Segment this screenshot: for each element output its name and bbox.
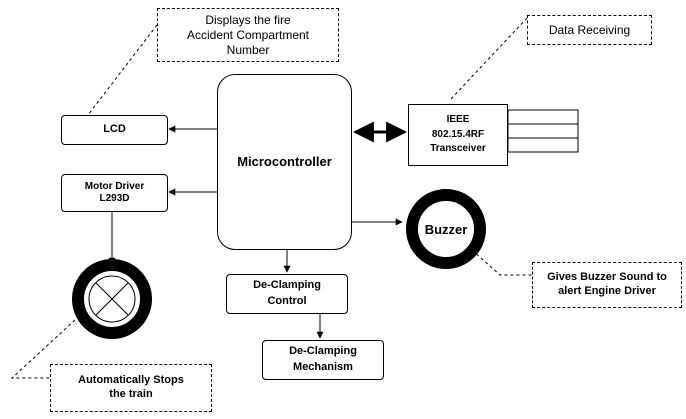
wheel-note-leader <box>10 319 76 379</box>
motor-driver-label: Motor Driver L293D <box>84 180 145 205</box>
data-receiving-text: Data Receiving <box>548 22 631 37</box>
lcd-note-leader <box>87 24 158 116</box>
lcd-note-text: Displays the fire Accident Compartment N… <box>186 12 310 57</box>
microcontroller-label: Microcontroller <box>237 153 332 169</box>
buzzer-note-leader <box>471 249 532 276</box>
data-note-leader <box>449 17 528 101</box>
wheel-icon <box>72 259 152 339</box>
declamping-control-label: De-Clamping Control <box>253 279 321 307</box>
antenna-strip <box>507 109 579 153</box>
buzzer-note: Gives Buzzer Sound to alert Engine Drive… <box>532 262 682 308</box>
buzzer-note-text: Gives Buzzer Sound to alert Engine Drive… <box>547 271 667 297</box>
microcontroller-block: Microcontroller <box>217 74 352 250</box>
lcd-note: Displays the fire Accident Compartment N… <box>157 8 339 62</box>
buzzer-ring <box>406 189 486 269</box>
wheel-note-text: Automatically Stops the train <box>78 374 184 400</box>
lcd-block: LCD <box>61 115 168 145</box>
declamping-mechanism-label: De-Clamping Mechanism <box>289 345 357 373</box>
motor-driver-block: Motor Driver L293D <box>61 174 168 212</box>
transceiver-block: IEEE 802.15.4RF Transceiver <box>408 104 508 166</box>
data-receiving-note: Data Receiving <box>527 15 652 45</box>
declamping-control-block: De-Clamping Control <box>226 274 348 314</box>
wheel-note: Automatically Stops the train <box>50 364 212 412</box>
transceiver-label: IEEE 802.15.4RF Transceiver <box>430 114 486 155</box>
buzzer-label: Buzzer <box>424 222 468 237</box>
lcd-label: LCD <box>103 123 126 136</box>
declamping-mechanism-block: De-Clamping Mechanism <box>262 340 384 380</box>
